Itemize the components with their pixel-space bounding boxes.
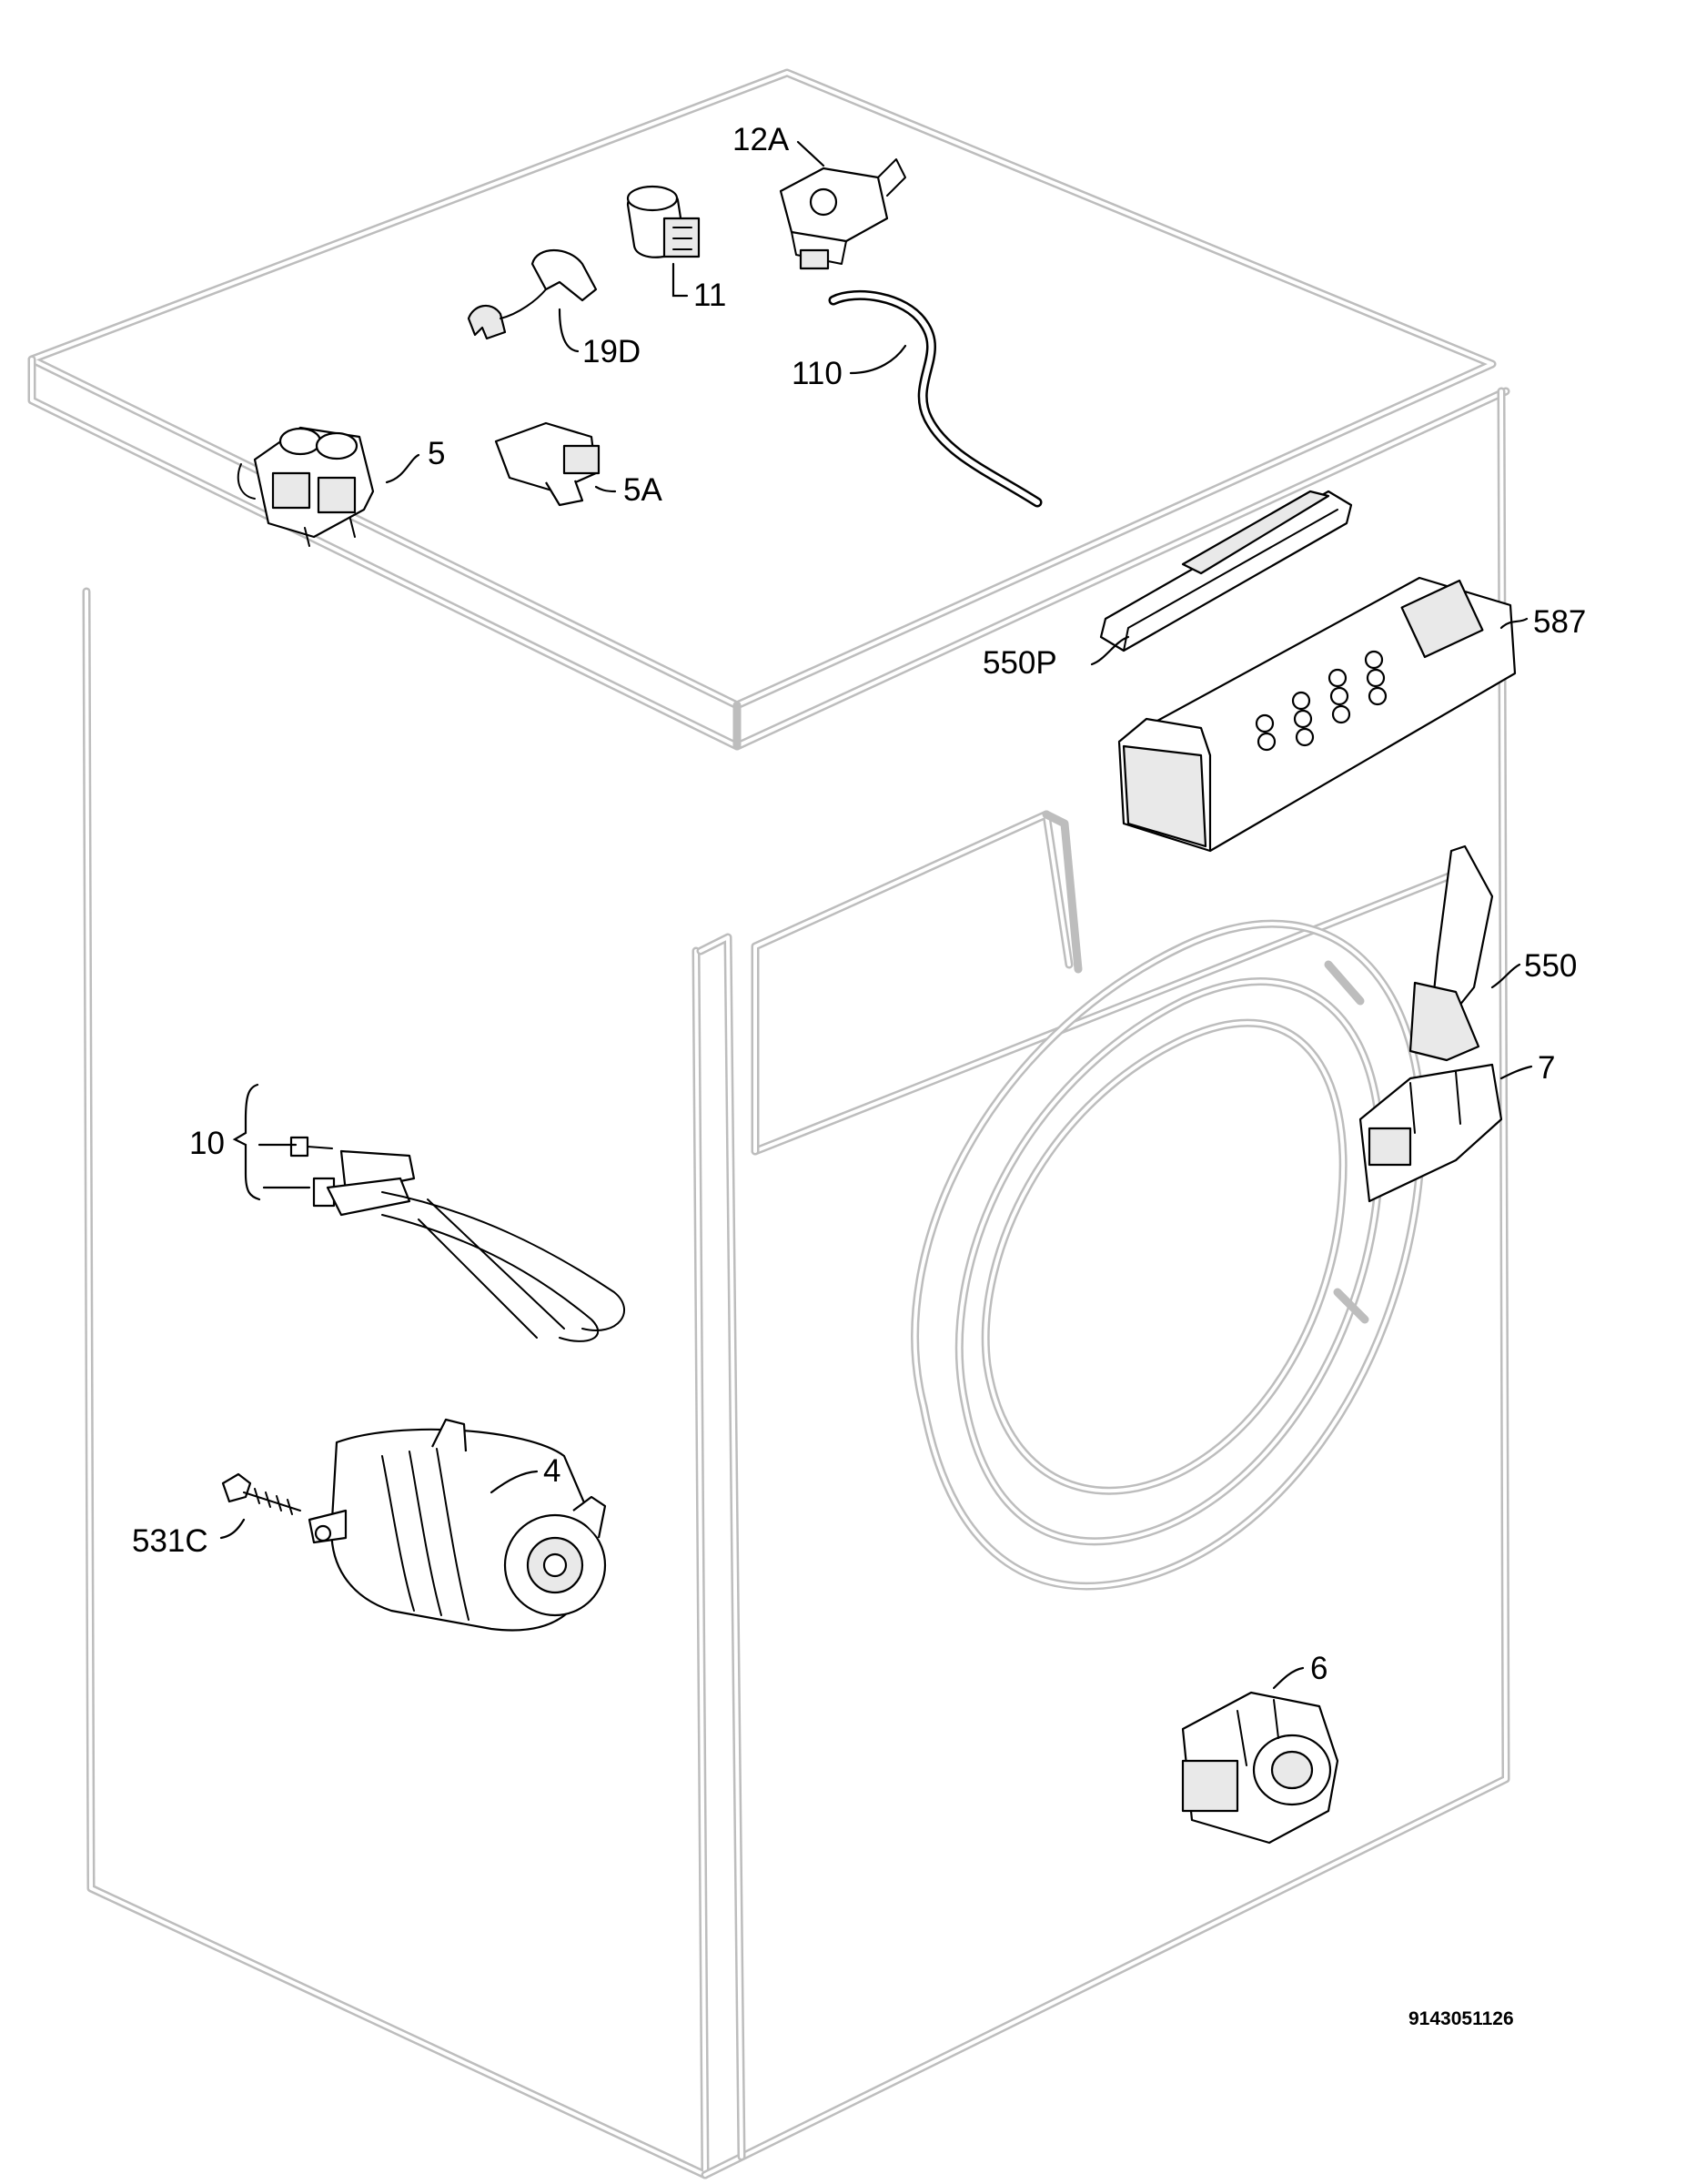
inlet-valve-part <box>237 426 375 547</box>
part-labels: 12A 11 19D 110 5 5A 550P 587 550 7 10 4 … <box>132 122 1586 1686</box>
door-porthole <box>911 919 1427 1591</box>
label-587: 587 <box>1533 604 1586 640</box>
label-531C: 531C <box>132 1523 208 1559</box>
single-valve-part <box>494 421 601 507</box>
pressure-hose-part <box>828 290 1043 508</box>
board-buttons <box>1255 650 1388 752</box>
label-4: 4 <box>543 1453 560 1489</box>
label-5: 5 <box>428 436 445 471</box>
door-lock-part <box>1358 1063 1503 1203</box>
washer-cabinet <box>27 68 1510 2179</box>
label-550: 550 <box>1524 948 1577 984</box>
leader-lines <box>219 140 1533 1690</box>
cabinet-front <box>696 387 1510 2179</box>
panel-cover-part <box>1099 490 1353 652</box>
label-11: 11 <box>693 278 726 313</box>
door-handle-part <box>1408 844 1494 1062</box>
cabinet-top <box>27 68 1510 751</box>
cable-bush-part <box>467 249 598 340</box>
label-6: 6 <box>1310 1651 1328 1686</box>
screw-part <box>221 1472 301 1515</box>
label-12A: 12A <box>732 122 790 157</box>
heater-bolt <box>289 1136 333 1158</box>
label-7: 7 <box>1538 1050 1555 1086</box>
pressure-switch-part <box>779 158 906 270</box>
label-5A: 5A <box>623 472 662 508</box>
cabinet-left-side <box>82 587 710 2179</box>
label-110: 110 <box>792 356 843 391</box>
control-board-part <box>1117 576 1517 853</box>
label-10: 10 <box>189 1126 225 1161</box>
label-550P: 550P <box>983 645 1057 681</box>
label-19D: 19D <box>582 334 641 369</box>
interference-suppressor-part <box>626 185 701 258</box>
drawing-number: 9143051126 <box>1408 2008 1514 2029</box>
drain-pump-part <box>1181 1691 1339 1845</box>
drain-pump-motor-part <box>308 1418 607 1632</box>
heating-element-part <box>289 1136 625 1342</box>
